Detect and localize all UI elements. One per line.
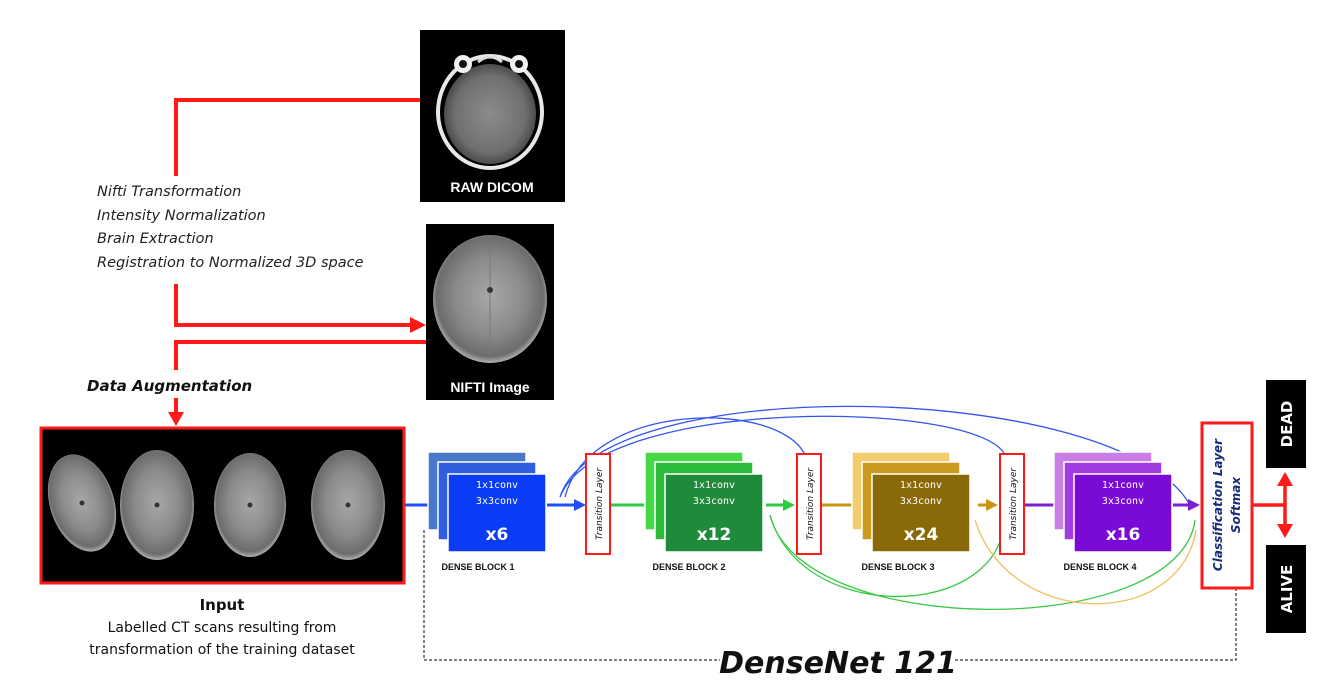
dense-block-4-conv2: 3x3conv <box>1102 496 1144 507</box>
pipeline-connectors <box>174 98 426 416</box>
input-arrowhead <box>168 412 184 426</box>
dense-block-4: 1x1conv 3x3conv x16 <box>1053 451 1173 553</box>
dense-block-3-label: DENSE BLOCK 3 <box>861 562 934 572</box>
step-intensity-normalization: Intensity Normalization <box>97 208 266 224</box>
dense-block-3-repeat: x24 <box>904 525 939 545</box>
softmax-label: Softmax <box>1229 476 1243 533</box>
dense-block-3-conv1: 1x1conv <box>900 480 942 491</box>
transition-layer-3-label: Transition Layer <box>1009 467 1019 540</box>
step-nifti-transformation: Nifti Transformation <box>97 184 241 200</box>
nifti-in-connector <box>174 284 412 327</box>
dense-block-1-label: DENSE BLOCK 1 <box>441 562 514 572</box>
nifti-image-panel: NIFTI Image <box>426 224 554 400</box>
nifti-out-connector <box>174 340 426 370</box>
dense-block-3-conv2: 3x3conv <box>900 496 942 507</box>
input-title: Input <box>200 596 245 614</box>
output-connectors <box>1252 482 1287 528</box>
dense-block-4-repeat: x16 <box>1106 525 1141 545</box>
transition-layer-1-label: Transition Layer <box>595 467 605 540</box>
nifti-image-label: NIFTI Image <box>450 379 530 395</box>
input-panel <box>39 426 406 585</box>
dead-label: DEAD <box>1278 401 1296 448</box>
dense-block-1-layer-3 <box>447 473 547 553</box>
preprocessing-steps: Nifti Transformation Intensity Normaliza… <box>97 184 364 271</box>
transition-layer-2: Transition Layer <box>796 453 822 555</box>
classification-layer: Classification Layer Softmax <box>1200 421 1254 590</box>
flow-arrow-1 <box>574 499 586 511</box>
raw-dicom-panel: RAW DICOM <box>420 30 565 202</box>
dense-block-2-repeat: x12 <box>697 525 732 545</box>
dense-block-3: 1x1conv 3x3conv x24 <box>851 451 971 553</box>
output-dead: DEAD <box>1266 380 1306 468</box>
output-alive: ALIVE <box>1266 545 1306 633</box>
dense-block-1-conv1: 1x1conv <box>476 480 518 491</box>
dense-block-2-conv1: 1x1conv <box>693 480 735 491</box>
step-registration: Registration to Normalized 3D space <box>97 255 364 271</box>
flow-arrow-4 <box>1188 499 1200 511</box>
dense-block-1: 1x1conv 3x3conv x6 <box>427 451 547 553</box>
dense-block-2-layer-3 <box>664 473 764 553</box>
alive-arrowhead <box>1277 524 1293 538</box>
densenet-bracket <box>423 530 1237 661</box>
dense-block-1-repeat: x6 <box>486 525 509 545</box>
nifti-arrowhead <box>410 317 426 333</box>
dicom-brain-image <box>444 64 536 164</box>
dead-arrowhead <box>1277 472 1293 486</box>
alive-label: ALIVE <box>1278 565 1296 614</box>
dense-block-4-label: DENSE BLOCK 4 <box>1063 562 1136 572</box>
transition-layer-1: Transition Layer <box>585 453 611 555</box>
flow-arrow-3 <box>986 499 998 511</box>
augmented-ct-scans <box>47 450 385 560</box>
dense-block-1-conv2: 3x3conv <box>476 496 518 507</box>
classification-layer-label: Classification Layer <box>1211 438 1225 571</box>
dense-block-4-layer-3 <box>1073 473 1173 553</box>
input-caption-line1: Labelled CT scans resulting from <box>108 620 337 636</box>
raw-dicom-label: RAW DICOM <box>450 179 533 195</box>
step-brain-extraction: Brain Extraction <box>97 231 214 247</box>
input-caption-line2: transformation of the training dataset <box>89 642 355 658</box>
transition-layer-2-label: Transition Layer <box>806 467 816 540</box>
transition-layer-3: Transition Layer <box>999 453 1025 555</box>
dense-block-3-layer-3 <box>871 473 971 553</box>
flow-arrow-2 <box>783 499 795 511</box>
dense-block-2-label: DENSE BLOCK 2 <box>652 562 725 572</box>
dense-block-4-conv1: 1x1conv <box>1102 480 1144 491</box>
data-augmentation-label: Data Augmentation <box>87 377 252 395</box>
dense-block-2-conv2: 3x3conv <box>693 496 735 507</box>
densenet-label: DenseNet 121 <box>719 646 957 681</box>
dicom-connector <box>174 98 420 176</box>
dense-block-2: 1x1conv 3x3conv x12 <box>644 451 764 553</box>
